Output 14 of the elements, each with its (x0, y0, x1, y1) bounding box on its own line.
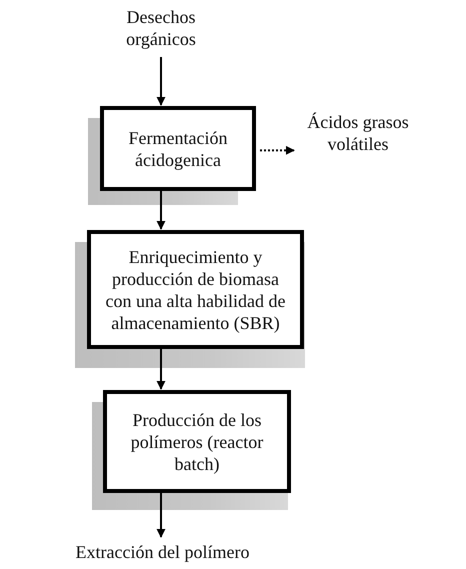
arrow (156, 191, 166, 230)
process-box (87, 230, 304, 349)
process-label: Enriquecimiento y producción de biomasa con una alta habilidad de almacenamiento (SBR) (104, 246, 286, 334)
arrow (260, 146, 295, 155)
arrow (156, 57, 166, 106)
process-box (100, 106, 256, 191)
arrow (156, 349, 166, 390)
process-label: Fermentación ácidogenica (128, 126, 228, 170)
process-label: Producción de los polímeros (reactor batch) (130, 408, 264, 474)
arrow (156, 493, 166, 538)
flow-label: Desechos orgánicos (125, 6, 197, 50)
flow-label: Ácidos grasos volátiles (306, 111, 410, 155)
process-box (103, 390, 291, 493)
flow-label: Extracción del polímero (76, 541, 250, 563)
